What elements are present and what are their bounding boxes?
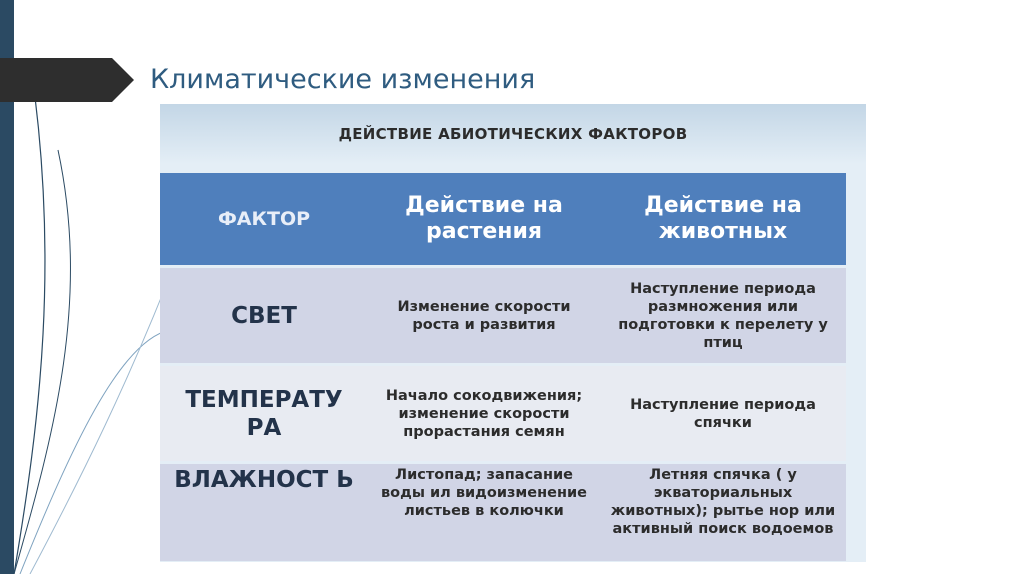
table-row: ВЛАЖНОСТ Ь Листопад; запасание воды ил в…: [160, 464, 846, 561]
plants-cell: Начало сокодвижения; изменение скорости …: [368, 366, 600, 461]
table-row: ТЕМПЕРАТУ РА Начало сокодвижения; измене…: [160, 366, 846, 461]
figure-caption: ДЕЙСТВИЕ АБИОТИЧЕСКИХ ФАКТОРОВ: [160, 104, 866, 164]
animals-cell: Наступление периода спячки: [600, 366, 846, 461]
animals-cell: Летняя спячка ( у экваториальных животны…: [600, 464, 846, 561]
factor-cell: ВЛАЖНОСТ Ь: [160, 464, 368, 561]
plants-cell: Изменение скорости роста и развития: [368, 268, 600, 363]
table-row: СВЕТ Изменение скорости роста и развития…: [160, 268, 846, 363]
header-animals: Действие на животных: [600, 173, 846, 265]
header-factor: ФАКТОР: [160, 173, 368, 265]
slide-title: Климатические изменения: [150, 64, 536, 95]
plants-cell: Листопад; запасание воды ил видоизменени…: [368, 464, 600, 561]
factors-table: ФАКТОР Действие на растения Действие на …: [160, 170, 846, 562]
factor-cell: ТЕМПЕРАТУ РА: [160, 366, 368, 461]
animals-cell: Наступление периода размножения или подг…: [600, 268, 846, 363]
table-header-row: ФАКТОР Действие на растения Действие на …: [160, 173, 846, 265]
factor-cell: СВЕТ: [160, 268, 368, 363]
abiotic-factors-figure: ДЕЙСТВИЕ АБИОТИЧЕСКИХ ФАКТОРОВ ФАКТОР Де…: [160, 104, 866, 562]
header-plants: Действие на растения: [368, 173, 600, 265]
left-accent-bar: [0, 0, 14, 574]
title-arrow-marker: [0, 58, 134, 102]
